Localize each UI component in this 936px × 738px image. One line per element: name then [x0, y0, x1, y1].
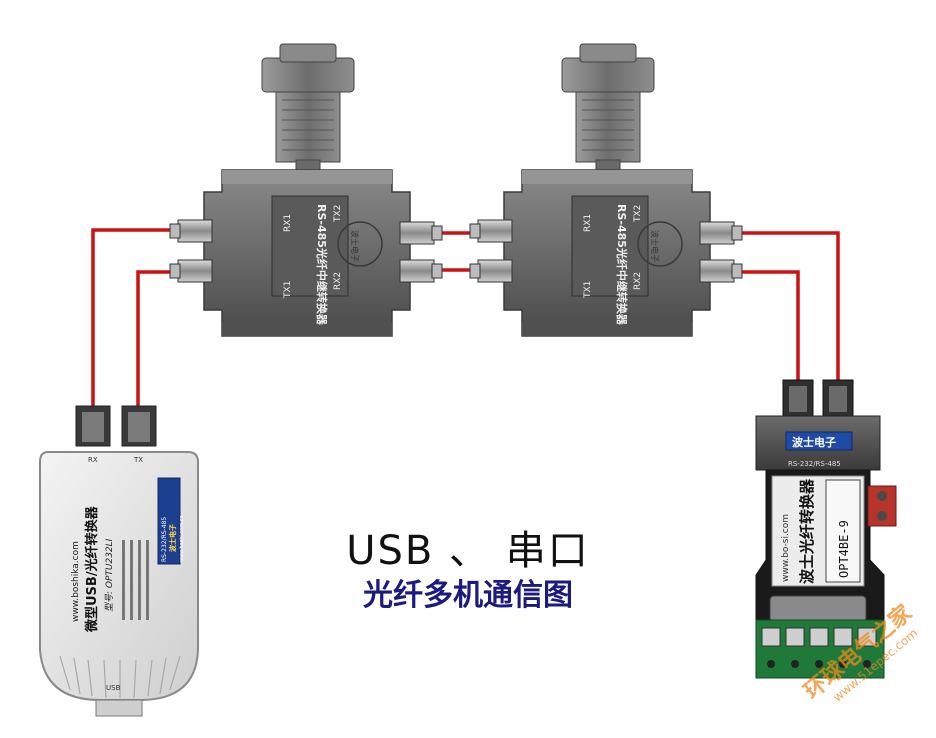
- usb-fiber-plug-tx: [121, 405, 157, 447]
- repeater-1-tx1: TX1: [283, 281, 293, 299]
- repeater-2-rx1: RX1: [583, 214, 593, 232]
- fiber-serial-b: [725, 270, 800, 385]
- repeater-1-rx2: RX2: [333, 272, 343, 290]
- usb-model: 型号: OPTU232LI: [104, 538, 115, 612]
- db9-connector-1: [261, 43, 355, 177]
- bnc-port-rx2-2: [469, 259, 513, 283]
- serial-converter: 波士电子 RS-232/RS-485 www.bo-si.com 波士光纤转换器…: [755, 379, 897, 679]
- serial-brand: 波士电子: [792, 435, 836, 449]
- repeater-2-rx2: RX2: [633, 272, 643, 290]
- diagram-title-line1: USB 、 串口: [346, 528, 590, 574]
- usb-website: www.boshika.com: [71, 541, 81, 622]
- repeater-2-tx2: TX2: [633, 205, 643, 223]
- usb-port-tx-label: TX: [133, 456, 143, 464]
- usb-fiber-plug-rx: [75, 405, 111, 447]
- bnc-port-tx1-2: [469, 219, 513, 243]
- serial-fiber-plug-a: [782, 379, 814, 419]
- bnc-port-rx1-2: [699, 259, 743, 283]
- usb-badge-site: www.boshi.com.cn: [179, 515, 185, 562]
- repeater-1-stamp: 波士电子: [350, 230, 360, 262]
- fiber-usb-rx: [91, 228, 185, 408]
- fiber-usb-tx: [136, 270, 185, 408]
- usb-converter: RX TX www.boshika.com 微型USB/光纤转换器 型号: OP…: [39, 405, 199, 717]
- serial-top-text: RS-232/RS-485: [788, 460, 841, 468]
- bnc-port-tx2-1: [399, 221, 443, 245]
- repeater-2-stamp: 波士电子: [650, 230, 660, 262]
- bnc-port-tx2-2: [699, 221, 743, 245]
- serial-model: OPT4BE-9: [837, 520, 851, 578]
- usb-badge-top: RS-232/RS-485: [161, 517, 168, 562]
- bnc-port-rx2-1: [169, 259, 213, 283]
- repeater-1-label: RS-485光纤中继转换器: [315, 204, 329, 326]
- serial-product-name: 波士光纤转换器: [798, 478, 816, 584]
- usb-badge-brand: 波士电子: [168, 524, 177, 552]
- repeater-1: RS-485光纤中继转换器 TX1 RX1 TX2 RX2 波士电子: [169, 43, 443, 337]
- serial-website: www.bo-si.com: [781, 514, 791, 582]
- db9-connector-2: [561, 43, 655, 177]
- repeater-2-tx1: TX1: [583, 281, 593, 299]
- bnc-port-rx1-1: [399, 259, 443, 283]
- repeater-1-tx2: TX2: [333, 205, 343, 223]
- repeater-2-label: RS-485光纤中继转换器: [615, 204, 629, 326]
- usb-plug-label: USB: [106, 684, 121, 692]
- repeater-2: RS-485光纤中继转换器 TX1 RX1 TX2 RX2 波士电子: [469, 43, 743, 337]
- fiber-serial-a: [725, 231, 840, 385]
- usb-product-name: 微型USB/光纤转换器: [84, 505, 100, 633]
- usb-port-rx-label: RX: [88, 456, 98, 464]
- diagram-title-line2: 光纤多机通信图: [363, 578, 573, 613]
- bnc-port-tx1-1: [169, 219, 213, 243]
- serial-fiber-plug-b: [822, 379, 854, 419]
- repeater-1-rx1: RX1: [283, 214, 293, 232]
